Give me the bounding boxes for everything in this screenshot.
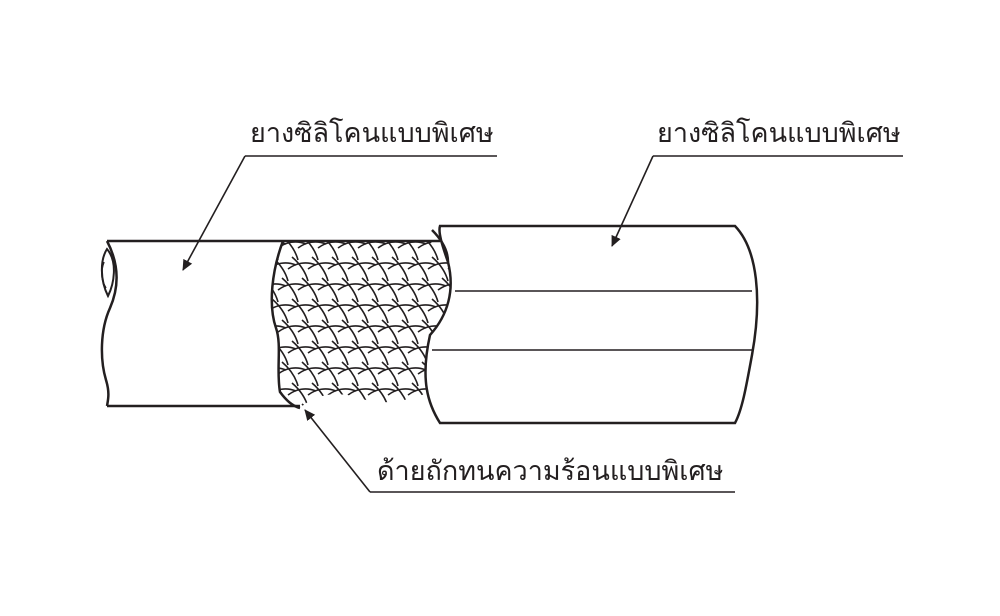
label-braid-thread: ด้ายถักทนความร้อนแบบพิเศษ <box>377 456 724 487</box>
label-inner-silicone: ยางซิลิโคนแบบพิเศษ <box>250 118 494 149</box>
leader-line-braid <box>304 409 735 493</box>
inner-tube <box>100 239 440 408</box>
label-outer-silicone: ยางซิลิโคนแบบพิเศษ <box>657 118 901 149</box>
leader-line-outer <box>611 155 903 247</box>
outer-cover <box>424 224 759 425</box>
leader-line-inner <box>182 155 497 271</box>
